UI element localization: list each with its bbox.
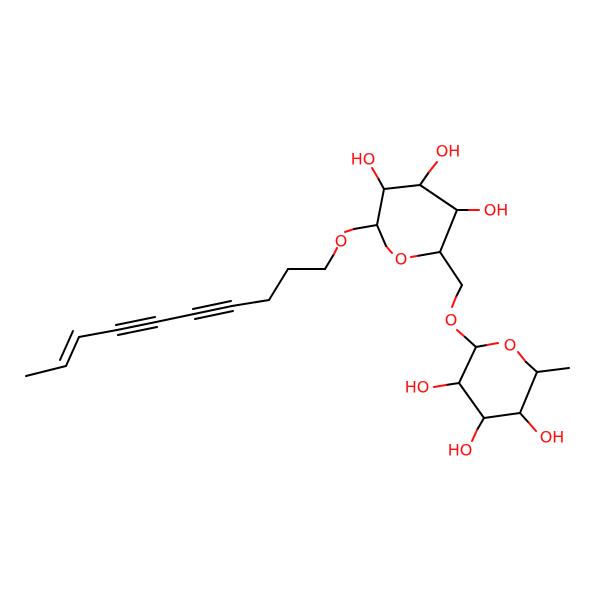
- hydroxyl-top-right-label: OH: [436, 142, 461, 161]
- sugar-ring-2: [433, 342, 570, 442]
- hydroxyl-bottom-right-label: OH: [540, 428, 565, 447]
- glycosidic-bond-chain: [324, 224, 378, 270]
- ring-oxygen-2-label: O: [504, 336, 517, 355]
- sugar-ring-1: [371, 161, 480, 308]
- hydroxyl-lower-left-label: HO: [405, 378, 430, 397]
- hydroxyl-right-label: OH: [484, 201, 509, 220]
- hydroxyl-top-left-label: HO: [351, 150, 376, 169]
- ether-oxygen-chain-label: O: [335, 232, 348, 251]
- alkyl-chain: [25, 268, 326, 377]
- hydroxyl-bottom-left-label: HO: [448, 441, 473, 460]
- glycosidic-bond-link: [456, 329, 477, 348]
- ether-oxygen-link-label: O: [445, 311, 458, 330]
- ring-oxygen-1-label: O: [395, 250, 408, 269]
- atom-labels: O O HO OH OH O O HO HO OH: [335, 142, 565, 460]
